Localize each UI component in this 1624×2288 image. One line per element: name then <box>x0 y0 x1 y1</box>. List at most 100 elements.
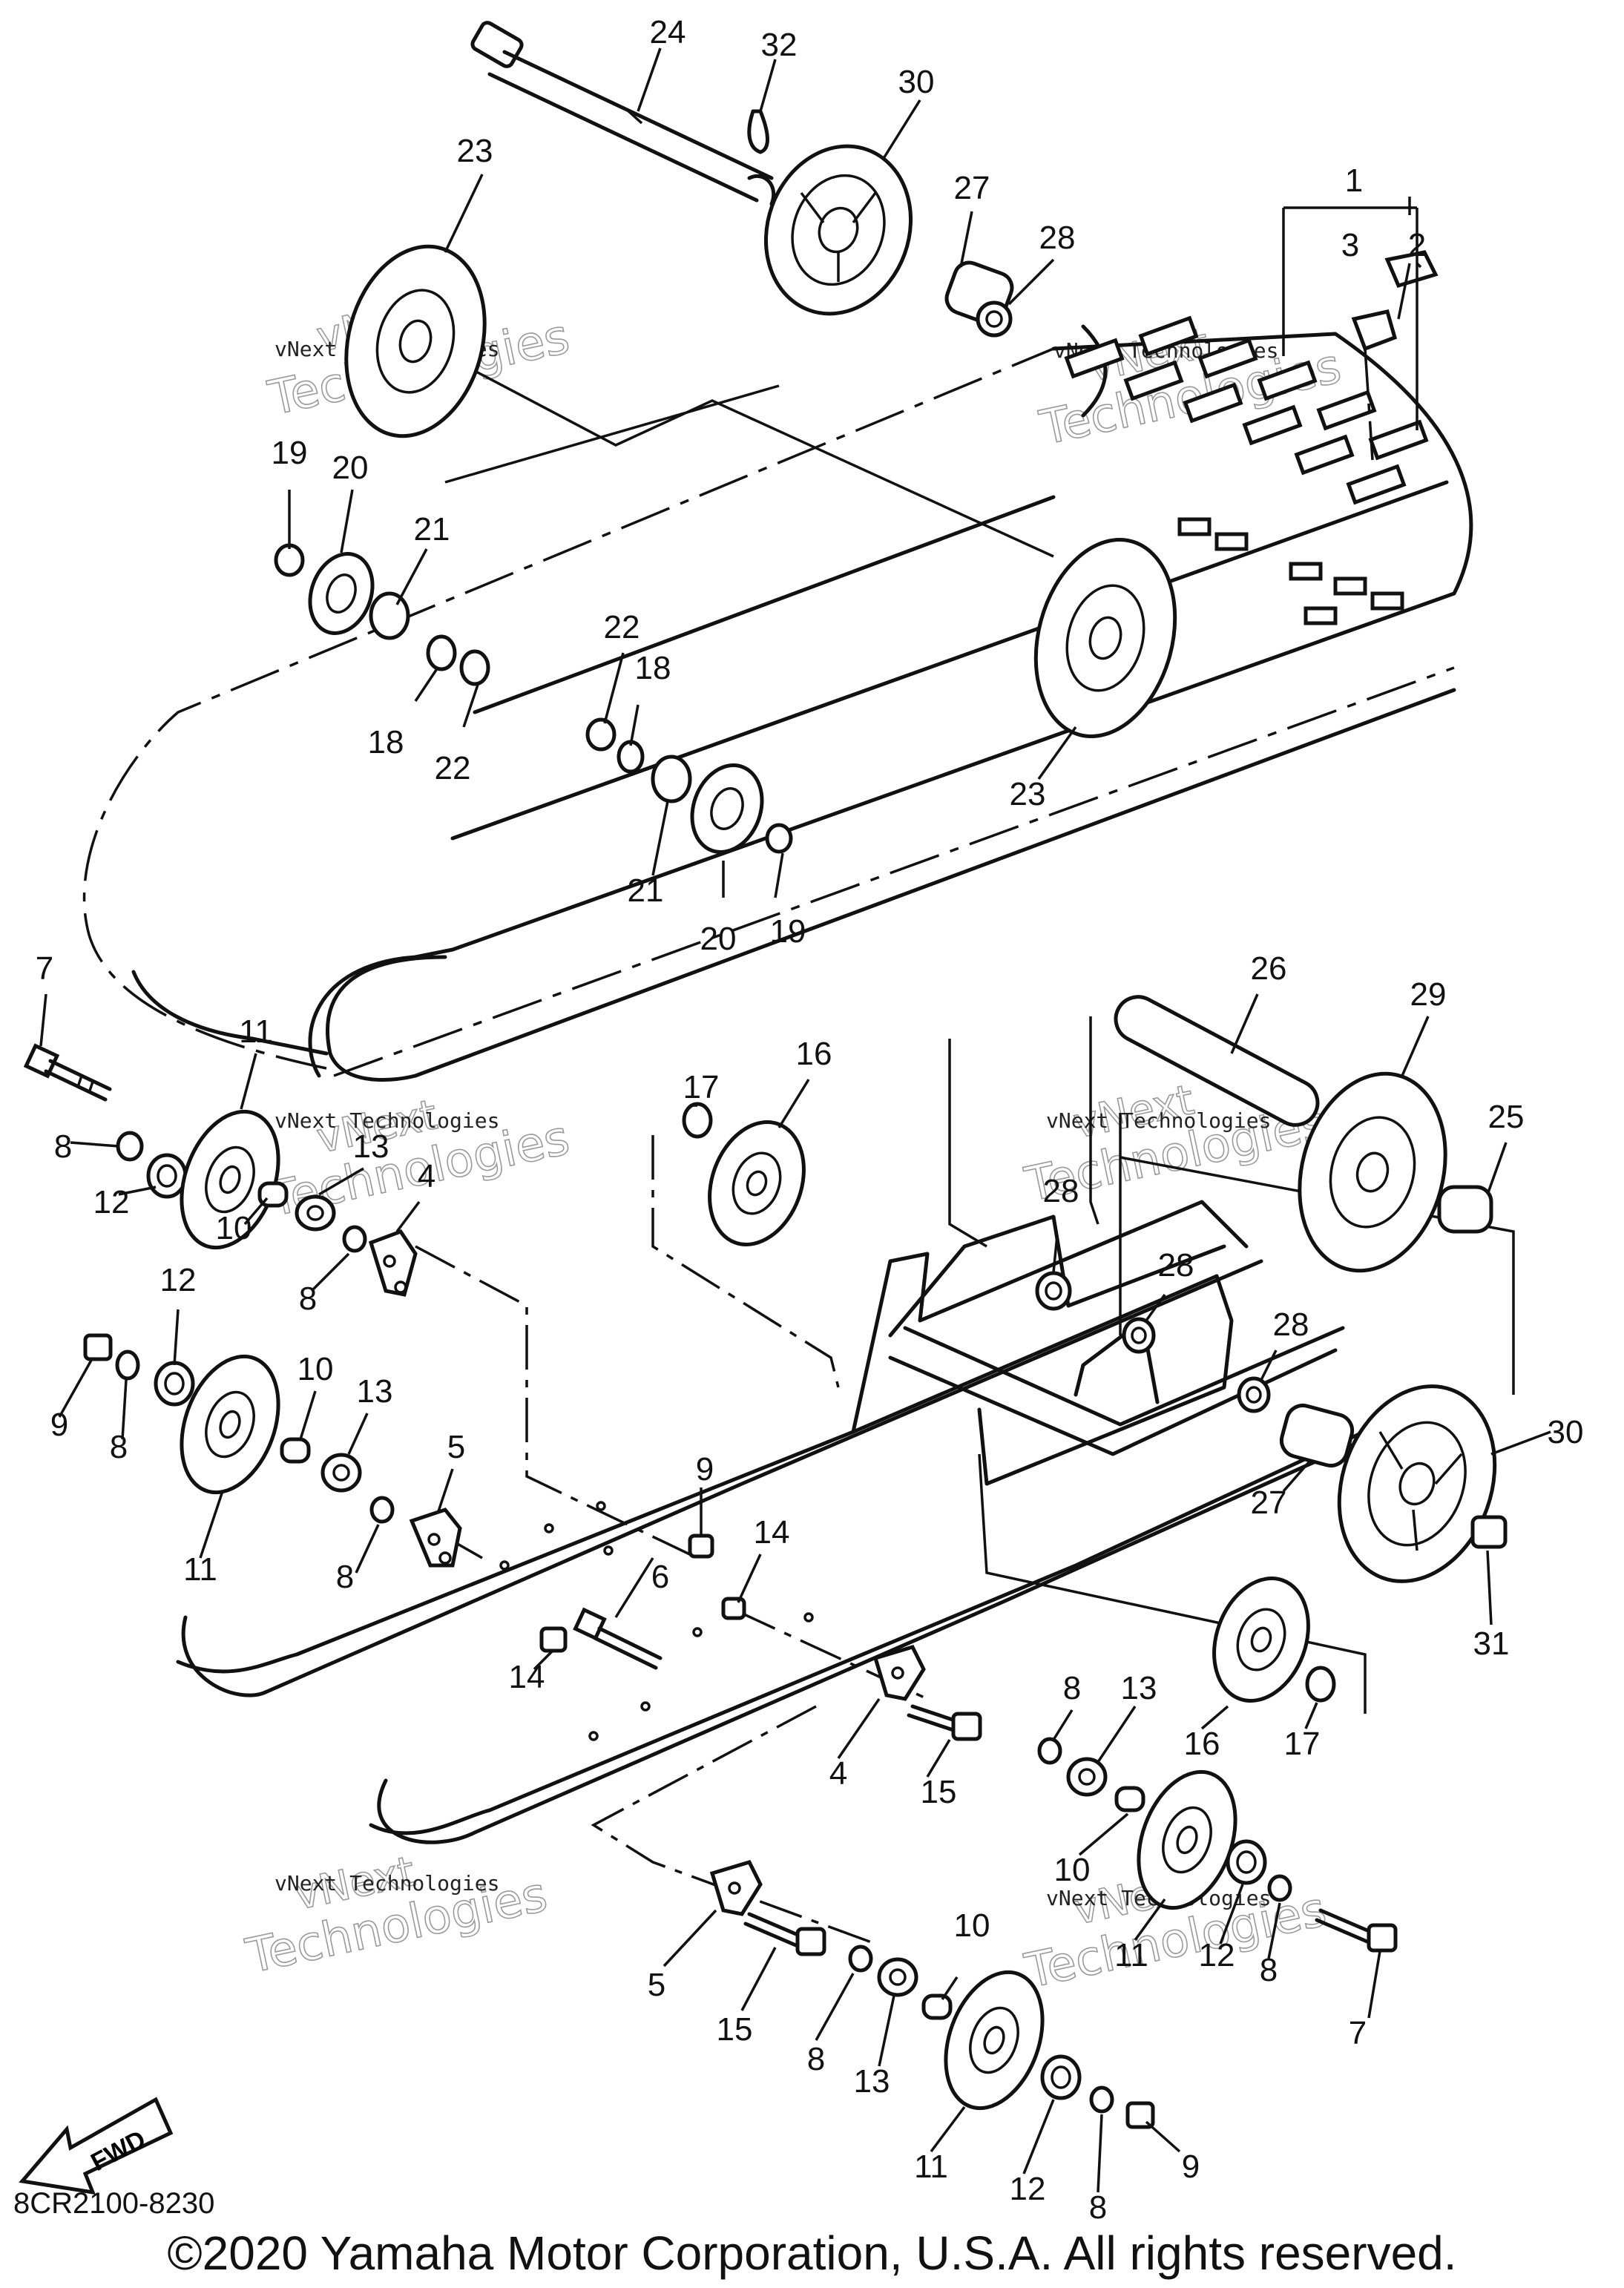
collar-13-b <box>320 1453 362 1493</box>
track-lugs <box>1064 315 1429 625</box>
washer-8-c <box>115 1350 140 1381</box>
collar-12-c <box>1226 1839 1267 1885</box>
callout-12: 12 <box>1199 1937 1235 1973</box>
track-belt <box>82 315 1473 1082</box>
callout-8: 8 <box>54 1128 72 1165</box>
idler-wheel-23-upper <box>344 244 487 438</box>
callout-8: 8 <box>1260 1952 1278 1988</box>
leader-lines-middle <box>415 1016 1515 1945</box>
callout-2: 2 <box>1408 227 1426 263</box>
callout-1: 1 <box>1345 162 1363 199</box>
washer-28-a <box>1035 1271 1072 1311</box>
callout-11: 11 <box>1114 1937 1148 1973</box>
callout-27: 27 <box>954 170 990 206</box>
callout-15: 15 <box>717 2011 753 2048</box>
fwd-arrow-icon: FWD <box>19 2097 174 2195</box>
callout-8: 8 <box>1089 2189 1107 2226</box>
pin-32 <box>747 109 769 154</box>
bracket-5-a <box>409 1508 483 1568</box>
callout-10: 10 <box>216 1210 252 1246</box>
wheel-11-d <box>944 1970 1045 2111</box>
callout-3: 3 <box>1341 227 1359 263</box>
washer-8-h <box>1089 2085 1114 2114</box>
spacer-10-d <box>921 1993 953 2020</box>
bolt-6 <box>573 1607 663 1670</box>
parts-18-22-upper <box>274 543 490 686</box>
washer-17-b <box>1305 1666 1336 1703</box>
spacer-10-b <box>280 1437 311 1464</box>
callout-8: 8 <box>299 1281 317 1317</box>
svg-text:vNext Technologies: vNext Technologies <box>1046 1108 1271 1133</box>
leader-lines-top <box>444 369 1054 558</box>
callout-4: 4 <box>418 1158 435 1194</box>
callout-12: 12 <box>93 1184 130 1220</box>
nut-9-b <box>688 1533 714 1559</box>
callout-30: 30 <box>1548 1414 1584 1450</box>
spacer-10-c <box>1114 1786 1145 1812</box>
callout-10: 10 <box>1054 1852 1091 1888</box>
callout-12: 12 <box>1010 2171 1046 2207</box>
wheel-29 <box>1298 1071 1447 1273</box>
callout-10: 10 <box>954 1907 990 1944</box>
callout-22: 22 <box>435 750 471 786</box>
idler-wheel-23-lower <box>1033 538 1177 738</box>
nut-14-b <box>539 1626 568 1653</box>
callout-28: 28 <box>1158 1247 1194 1283</box>
washer-28-b <box>1122 1317 1156 1354</box>
bolt-15-a <box>907 1704 982 1741</box>
washer-28-c <box>1237 1376 1271 1413</box>
collar-13-a <box>295 1194 336 1232</box>
nut-9-c <box>1125 2101 1155 2129</box>
callout-25: 25 <box>1488 1099 1525 1135</box>
svg-text:vNext Technologies: vNext Technologies <box>274 1871 499 1896</box>
collar-12-d <box>1040 2054 1082 2100</box>
callout-15: 15 <box>921 1774 957 1810</box>
callout-21: 21 <box>628 872 664 909</box>
nut-9-a <box>83 1333 113 1361</box>
callout-16: 16 <box>1184 1726 1220 1762</box>
washer-17-a <box>682 1102 713 1139</box>
callout-9: 9 <box>1182 2149 1200 2185</box>
callout-26: 26 <box>1251 950 1287 987</box>
callout-21: 21 <box>414 511 450 548</box>
bracket-5-b <box>709 1860 763 1916</box>
callout-8: 8 <box>807 2041 825 2077</box>
collar-27-lower <box>1279 1403 1355 1468</box>
callout-9: 9 <box>50 1407 68 1443</box>
callout-31: 31 <box>1473 1625 1510 1662</box>
callout-13: 13 <box>1121 1670 1157 1706</box>
callout-8: 8 <box>110 1429 128 1465</box>
collar-25 <box>1437 1185 1493 1234</box>
callout-7: 7 <box>1349 2015 1367 2051</box>
parts-18-22-middle <box>585 717 793 854</box>
collar-13-d <box>877 1957 918 1997</box>
collar-12-a <box>146 1153 188 1199</box>
svg-text:vNext Technologies: vNext Technologies <box>274 1108 499 1133</box>
callout-18: 18 <box>368 724 404 760</box>
washer-8-g <box>848 1945 873 1973</box>
callout-7: 7 <box>36 950 53 987</box>
callout-32: 32 <box>761 27 798 63</box>
track-clip-3 <box>1351 309 1398 352</box>
callout-13: 13 <box>353 1128 389 1165</box>
callout-11: 11 <box>914 2149 948 2185</box>
wheel-16-b <box>1212 1577 1310 1703</box>
callout-23: 23 <box>1010 776 1046 812</box>
callout-20: 20 <box>700 921 737 957</box>
washer-8-f <box>1267 1874 1292 1902</box>
axle-24 <box>470 21 776 206</box>
callout-28: 28 <box>1039 220 1076 256</box>
bracket-line-1 <box>1282 206 1418 461</box>
callout-18: 18 <box>635 650 671 686</box>
wheel-16-a <box>708 1120 806 1246</box>
callout-8: 8 <box>1063 1670 1081 1706</box>
bolt-7-right <box>1315 1908 1398 1953</box>
callout-17: 17 <box>1284 1726 1321 1762</box>
callout-11: 11 <box>183 1551 217 1588</box>
track-clip-2 <box>1384 250 1439 289</box>
idler-wheel-30-upper <box>763 144 913 316</box>
bracket-4-b <box>872 1645 926 1701</box>
callout-19: 19 <box>272 435 308 471</box>
callout-20: 20 <box>332 450 369 486</box>
callout-5: 5 <box>447 1429 465 1465</box>
